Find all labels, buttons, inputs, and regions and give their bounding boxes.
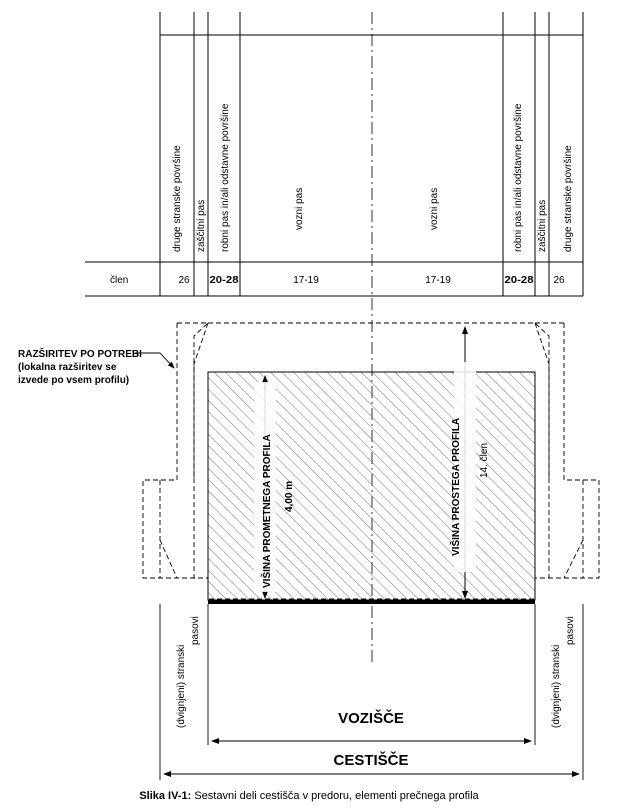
figure-caption: Slika IV-1: Sestavni deli cestišča v pre… xyxy=(0,790,618,802)
col-label-left-edge: robni pas in/ali odstavne površine xyxy=(220,103,231,252)
roadway-label: CESTIŠČE xyxy=(333,751,408,769)
clear-profile-ref: 14. člen xyxy=(479,443,490,478)
clen-row-label: člen xyxy=(110,275,128,286)
widening-label: RAZŠIRITEV PO POTREBI xyxy=(18,347,142,360)
traffic-profile-height-label: VIŠINA PROMETNEGA PROFILA xyxy=(260,434,273,588)
clen-value-right-other: 26 xyxy=(553,275,565,286)
widening-leader-arrow xyxy=(135,352,175,369)
caption-label: Slika IV-1: xyxy=(139,790,192,802)
side-strip-left-line2: pasovi xyxy=(190,616,201,645)
carriageway-label: VOZIŠČE xyxy=(338,709,404,727)
clen-value-right-lane: 17-19 xyxy=(425,275,451,286)
side-strip-left-line1: (dvignjeni) stranski xyxy=(176,645,187,728)
clen-value-left-edge: 20-28 xyxy=(210,275,239,286)
side-strip-right-line2: pasovi xyxy=(565,616,576,645)
clear-profile-outline xyxy=(142,322,600,600)
header-table xyxy=(85,12,584,297)
clen-value-right-edge: 20-28 xyxy=(505,275,534,286)
cross-section-diagram: druge stranske površine zaščitni pas rob… xyxy=(18,12,600,780)
col-label-right-lane: vozni pas xyxy=(429,188,440,230)
clen-value-left-other: 26 xyxy=(178,275,190,286)
col-label-right-other: druge stranske površine xyxy=(563,145,574,252)
col-label-left-other: druge stranske površine xyxy=(172,145,183,252)
col-label-right-edge: robni pas in/ali odstavne površine xyxy=(513,103,524,252)
clear-profile-height-label: VIŠINA PROSTEGA PROFILA xyxy=(449,418,462,556)
clen-value-left-lane: 17-19 xyxy=(293,275,319,286)
widening-note-2: izvede po vsem profilu) xyxy=(18,375,129,386)
widening-note-1: (lokalna razširitev se xyxy=(18,362,117,373)
side-strip-right-line1: (dvignjeni) stranski xyxy=(551,645,562,728)
caption-text: Sestavni deli cestišča v predoru, elemen… xyxy=(191,790,479,802)
col-label-left-protective: zaščitni pas xyxy=(196,200,207,252)
traffic-profile-height-value: 4,00 m xyxy=(284,481,295,512)
col-label-right-protective: zaščitni pas xyxy=(537,200,548,252)
col-label-left-lane: vozni pas xyxy=(294,188,305,230)
